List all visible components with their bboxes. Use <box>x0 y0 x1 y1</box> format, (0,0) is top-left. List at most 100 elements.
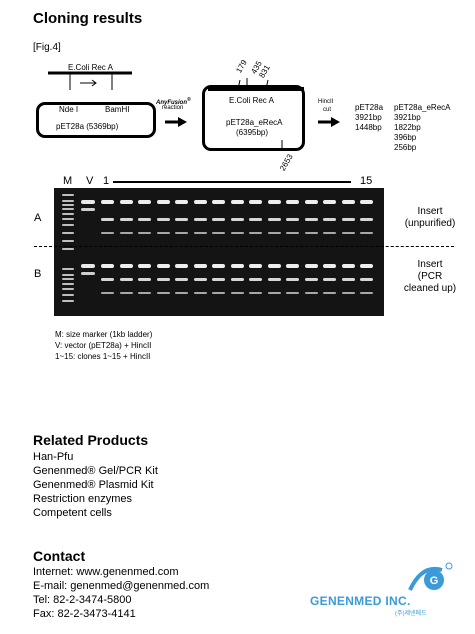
fragments-col2-header: pET28a_eRecA <box>394 103 451 112</box>
gel-band <box>175 278 188 281</box>
gel-band <box>249 200 262 204</box>
gel-band <box>212 218 225 221</box>
gel-band <box>62 224 74 226</box>
gel-band <box>286 264 299 268</box>
reaction-label-2: reaction <box>162 105 184 111</box>
site-2653: 2653 <box>278 152 295 173</box>
gel-band <box>341 200 355 204</box>
gel-band <box>230 218 244 221</box>
legend-item: M: size marker (1kb ladder) <box>55 330 153 339</box>
gel-band <box>119 232 133 234</box>
gel-band <box>193 200 207 204</box>
gel-band <box>175 264 188 268</box>
gel-band <box>138 278 151 281</box>
gel-band <box>360 200 373 204</box>
legend-item: 1~15: clones 1~15 + HincII <box>55 352 151 361</box>
contact-tel: Tel: 82-2-3474-5800 <box>33 594 132 606</box>
gel-band <box>156 278 170 281</box>
site-nde-i: Nde I <box>58 105 80 115</box>
gel-band <box>212 278 225 281</box>
gel-band <box>138 292 151 294</box>
related-list: Han-Pfu Genenmed® Gel/PCR Kit Genenmed® … <box>33 450 158 520</box>
row-divider <box>34 246 454 247</box>
related-item: Genenmed® Plasmid Kit <box>33 479 154 491</box>
gel-band <box>119 200 133 204</box>
gel-band <box>249 232 262 234</box>
gel-band <box>62 204 74 206</box>
contact-heading: Contact <box>33 548 86 564</box>
fragment: 1448bp <box>355 123 382 132</box>
gel-band <box>323 218 336 221</box>
fragments-col2: pET28a_eRecA 3921bp 1822bp 396bp 256bp <box>394 103 450 153</box>
gel-band <box>286 278 299 281</box>
fragments-col1-header: pET28a <box>355 103 384 112</box>
gel-band <box>267 232 281 234</box>
related-item: Restriction enzymes <box>33 493 133 505</box>
lane-last-label: 15 <box>360 175 373 187</box>
gel-band <box>360 292 373 294</box>
gel-band <box>62 294 74 296</box>
gel-band <box>267 292 281 294</box>
gel-band <box>304 292 318 294</box>
fragment: 3921bp <box>394 113 421 122</box>
gel-band <box>249 218 262 221</box>
gel-band <box>81 264 95 268</box>
gel-band <box>304 278 318 281</box>
page-title: Cloning results <box>33 10 143 27</box>
gel-band <box>138 264 151 268</box>
fragment: 396bp <box>394 133 417 142</box>
related-item: Competent cells <box>33 507 112 519</box>
gel-band <box>323 292 336 294</box>
gel-legend: M: size marker (1kb ladder) V: vector (p… <box>55 329 152 362</box>
related-item: Genenmed® Gel/PCR Kit <box>33 465 158 477</box>
contact-block: Internet: www.genenmed.com E-mail: genen… <box>33 565 209 621</box>
gel-band <box>156 200 170 204</box>
gel-band <box>323 200 336 204</box>
gel-band <box>62 218 74 220</box>
gel-band <box>101 264 114 268</box>
genenmed-logo-icon: G <box>408 562 453 591</box>
gel-band <box>62 194 74 196</box>
svg-text:G: G <box>430 575 439 587</box>
gel-band <box>175 232 188 234</box>
gel-band <box>62 213 74 215</box>
lane-range-line <box>113 181 351 183</box>
gel-band <box>81 272 95 275</box>
reaction-label: AnyFusion® <box>156 97 191 106</box>
gel-band <box>193 218 207 221</box>
construct-insert-label: E.Coli Rec A <box>229 96 274 105</box>
gel-band <box>323 232 336 234</box>
insert-b-line2: (PCR <box>417 271 443 282</box>
gel-band <box>101 200 114 204</box>
gel-band <box>267 264 281 268</box>
gel-band <box>249 292 262 294</box>
fragments-col1: pET28a 3921bp 1448bp <box>355 103 383 133</box>
gel-band <box>193 278 207 281</box>
logo-name: GENENMED INC. <box>310 594 411 608</box>
gel-band <box>360 232 373 234</box>
insert-a-line2: (unpurified) <box>404 218 456 229</box>
gel-band <box>230 200 244 204</box>
gel-band <box>81 200 95 204</box>
fragment: 3921bp <box>355 113 382 122</box>
gel-band <box>286 232 299 234</box>
contact-internet: Internet: www.genenmed.com <box>33 566 179 578</box>
cut-arrow-icon <box>318 117 340 127</box>
site-bamhi: BamHI <box>104 105 131 115</box>
gel-band <box>360 218 373 221</box>
related-item: Han-Pfu <box>33 451 74 463</box>
insert-bar <box>48 71 132 90</box>
cut-label: HincII <box>318 99 334 105</box>
fragment: 256bp <box>394 143 417 152</box>
gel-band <box>323 264 336 268</box>
gel-band <box>286 292 299 294</box>
gel-band <box>119 278 133 281</box>
lane-first-label: 1 <box>103 175 110 187</box>
gel-band <box>304 264 318 268</box>
gel-band <box>286 200 299 204</box>
gel-band <box>230 292 244 294</box>
gel-band <box>119 264 133 268</box>
vector-name: pET28a (5369bp) <box>56 122 119 131</box>
gel-band <box>62 200 74 202</box>
gel-band <box>62 208 74 210</box>
